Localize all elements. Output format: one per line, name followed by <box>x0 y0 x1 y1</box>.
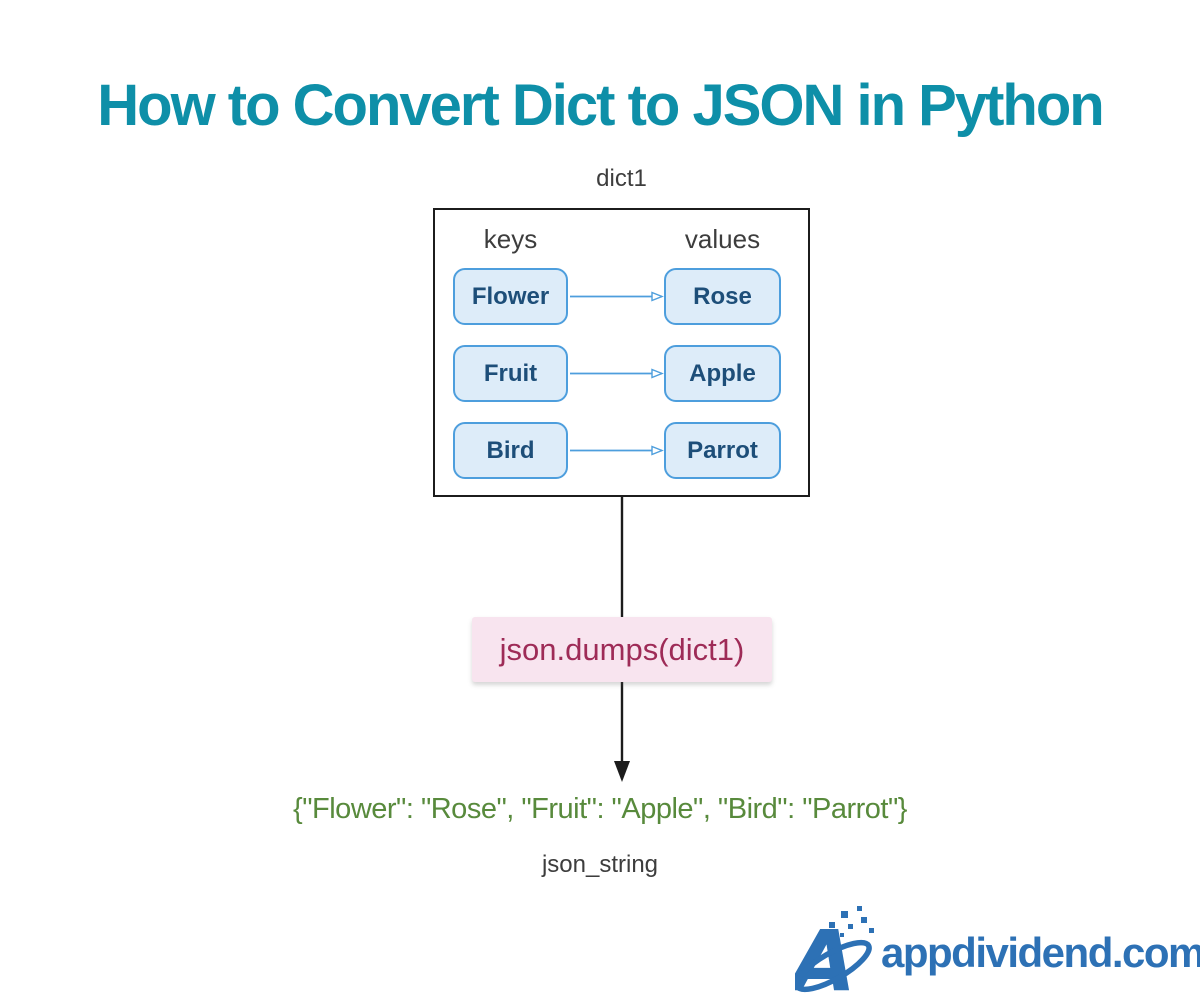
dict1-box: keys values Flower Rose Fruit Apple Bird… <box>433 208 810 497</box>
keys-column-header: keys <box>483 224 538 254</box>
key-value-arrow-icons <box>570 210 808 495</box>
page-title: How to Convert Dict to JSON in Python <box>97 73 1104 138</box>
value-node-apple: Apple <box>664 345 781 402</box>
appdividend-logo-icon: A <box>795 906 874 1000</box>
json-string-label: json_string <box>541 851 659 878</box>
brand-site-text: appdividend.com <box>881 929 1200 976</box>
value-node-rose: Rose <box>664 268 781 325</box>
json-output-text: {"Flower": "Rose", "Fruit": "Apple", "Bi… <box>293 793 907 825</box>
dict1-label: dict1 <box>596 165 647 192</box>
value-node-parrot: Parrot <box>664 422 781 479</box>
values-column-header: values <box>684 224 761 254</box>
key-node-bird: Bird <box>453 422 568 479</box>
key-node-flower: Flower <box>453 268 568 325</box>
brand-watermark: A appdividend.com <box>795 906 1200 1000</box>
json-dumps-box: json.dumps(dict1) <box>472 617 772 682</box>
key-node-fruit: Fruit <box>453 345 568 402</box>
